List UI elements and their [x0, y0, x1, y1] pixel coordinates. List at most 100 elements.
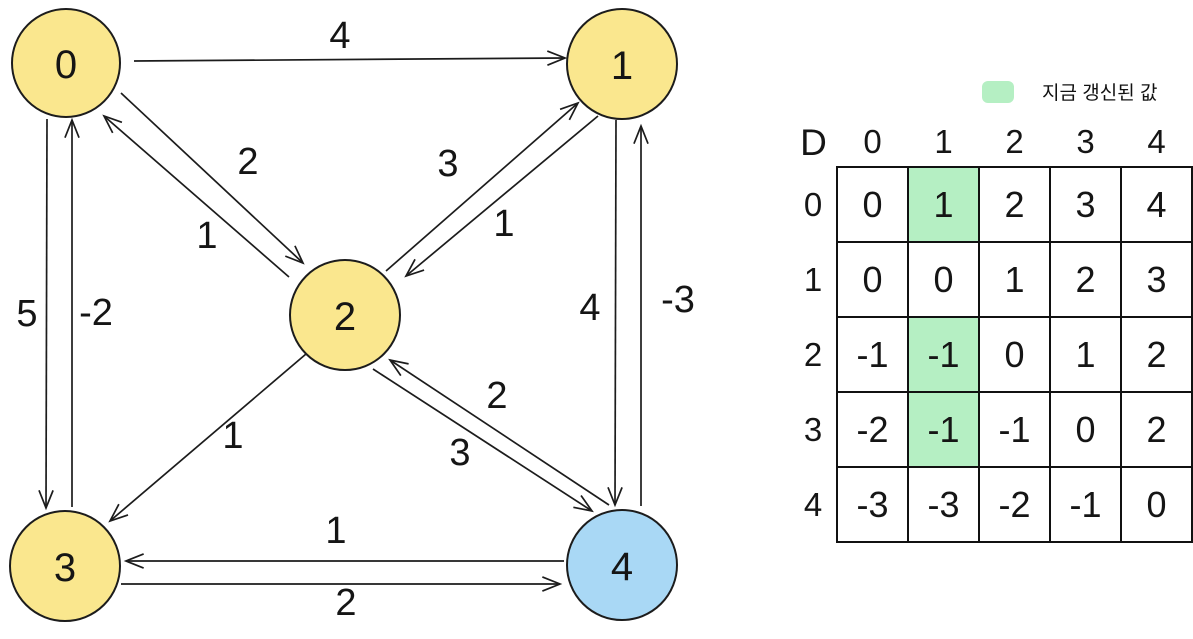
- node-1: 1: [566, 8, 678, 120]
- matrix-cell-1-4: 3: [1120, 241, 1193, 318]
- arrowhead-icon: [542, 576, 563, 592]
- edge-line: [109, 353, 307, 522]
- node-circle: [11, 8, 121, 118]
- edge-0-1: 4: [133, 15, 568, 66]
- node-circle: [9, 510, 121, 622]
- matrix-cell-4-0: -3: [836, 466, 909, 543]
- edge-weight-0-3: 5: [16, 293, 37, 335]
- edge-weight-0-1: 4: [329, 15, 350, 57]
- edge-line: [385, 102, 579, 272]
- node-label: 2: [334, 295, 356, 339]
- matrix-cell-3-0: -2: [836, 391, 909, 468]
- edge-2-1: 3: [385, 101, 580, 272]
- edge-3-4: 2: [121, 576, 563, 624]
- matrix-cell-3-3: 0: [1049, 391, 1122, 468]
- arrowhead-icon: [404, 258, 425, 278]
- node-label: 1: [611, 44, 633, 88]
- matrix-cell-4-4: 0: [1120, 466, 1193, 543]
- arrowhead-icon: [573, 494, 594, 513]
- edge-line: [372, 368, 593, 512]
- edge-line: [133, 57, 566, 62]
- matrix-cell-1-0: 0: [836, 241, 909, 318]
- matrix-cell-4-2: -2: [978, 466, 1051, 543]
- matrix-cell-0-4: 4: [1120, 166, 1193, 243]
- edge-3-0: -2: [64, 117, 113, 507]
- edge-4-3: 1: [123, 510, 564, 569]
- edge-weight-2-0: 1: [196, 215, 217, 257]
- matrix-row-header-2: 2: [803, 335, 823, 373]
- edge-line: [614, 119, 617, 506]
- matrix-cell-3-4: 2: [1120, 391, 1193, 468]
- matrix-cell-2-0: -1: [836, 316, 909, 393]
- matrix-cell-0-2: 2: [978, 166, 1051, 243]
- matrix-col-header-2: 2: [1005, 123, 1024, 160]
- edge-weight-3-0: -2: [79, 292, 113, 334]
- edge-weight-4-2: 2: [486, 375, 507, 417]
- arrowhead-icon: [38, 490, 54, 511]
- matrix-title: D: [800, 121, 827, 163]
- matrix-cell-3-1: -1: [907, 391, 980, 468]
- arrowhead-icon: [559, 101, 580, 121]
- edge-weight-4-1: -3: [661, 279, 695, 321]
- matrix-cell-3-2: -1: [978, 391, 1051, 468]
- node-2: 2: [289, 259, 401, 371]
- matrix-cell-0-3: 3: [1049, 166, 1122, 243]
- edge-weight-2-4: 3: [449, 432, 470, 474]
- matrix-cell-1-3: 2: [1049, 241, 1122, 318]
- arrowhead-icon: [102, 114, 123, 134]
- arrowhead-icon: [607, 487, 623, 508]
- legend-swatch-icon: [982, 80, 1014, 103]
- matrix-legend: 지금 갱신된 값: [982, 78, 1157, 105]
- node-3: 3: [9, 510, 121, 622]
- matrix-cell-1-1: 0: [907, 241, 980, 318]
- edge-2-4: 3: [372, 368, 594, 513]
- edge-1-4: 4: [579, 119, 623, 508]
- edge-line: [389, 359, 610, 506]
- edge-weight-1-2: 1: [493, 203, 514, 245]
- matrix-col-header-4: 4: [1147, 123, 1166, 160]
- edge-2-0: 1: [102, 114, 290, 278]
- arrowhead-icon: [123, 553, 144, 569]
- arrowhead-icon: [284, 245, 305, 265]
- arrowhead-icon: [388, 358, 409, 377]
- node-label: 3: [54, 546, 76, 590]
- arrowhead-icon: [108, 503, 129, 523]
- matrix-cell-1-2: 1: [978, 241, 1051, 318]
- matrix-cell-2-2: 0: [978, 316, 1051, 393]
- matrix-cell-4-1: -3: [907, 466, 980, 543]
- matrix-cell-0-0: 0: [836, 166, 909, 243]
- edge-line: [45, 118, 48, 509]
- node-circle: [566, 8, 678, 120]
- edge-line: [405, 115, 599, 277]
- arrowhead-icon: [546, 50, 568, 66]
- edge-weight-4-3: 1: [325, 510, 346, 552]
- edge-4-2: 2: [388, 358, 610, 506]
- edge-0-3: 5: [16, 118, 54, 511]
- edge-weight-2-1: 3: [437, 143, 458, 185]
- matrix-row-header-3: 3: [803, 410, 823, 448]
- matrix-cell-2-4: 2: [1120, 316, 1193, 393]
- legend-label: 지금 갱신된 값: [1042, 83, 1158, 104]
- matrix-col-header-1: 1: [934, 123, 953, 160]
- node-label: 4: [611, 545, 633, 589]
- matrix-col-header-0: 0: [863, 123, 882, 160]
- edge-line: [103, 115, 290, 278]
- matrix-cell-0-1: 1: [907, 166, 980, 243]
- matrix-cell-2-3: 1: [1049, 316, 1122, 393]
- edge-1-2: 1: [404, 115, 599, 278]
- edge-line: [120, 92, 304, 264]
- matrix-row-header-1: 1: [803, 260, 823, 298]
- edge-weight-2-3: 1: [222, 415, 243, 457]
- matrix-row-header-4: 4: [803, 485, 823, 523]
- node-circle: [289, 259, 401, 371]
- node-label: 0: [55, 43, 77, 87]
